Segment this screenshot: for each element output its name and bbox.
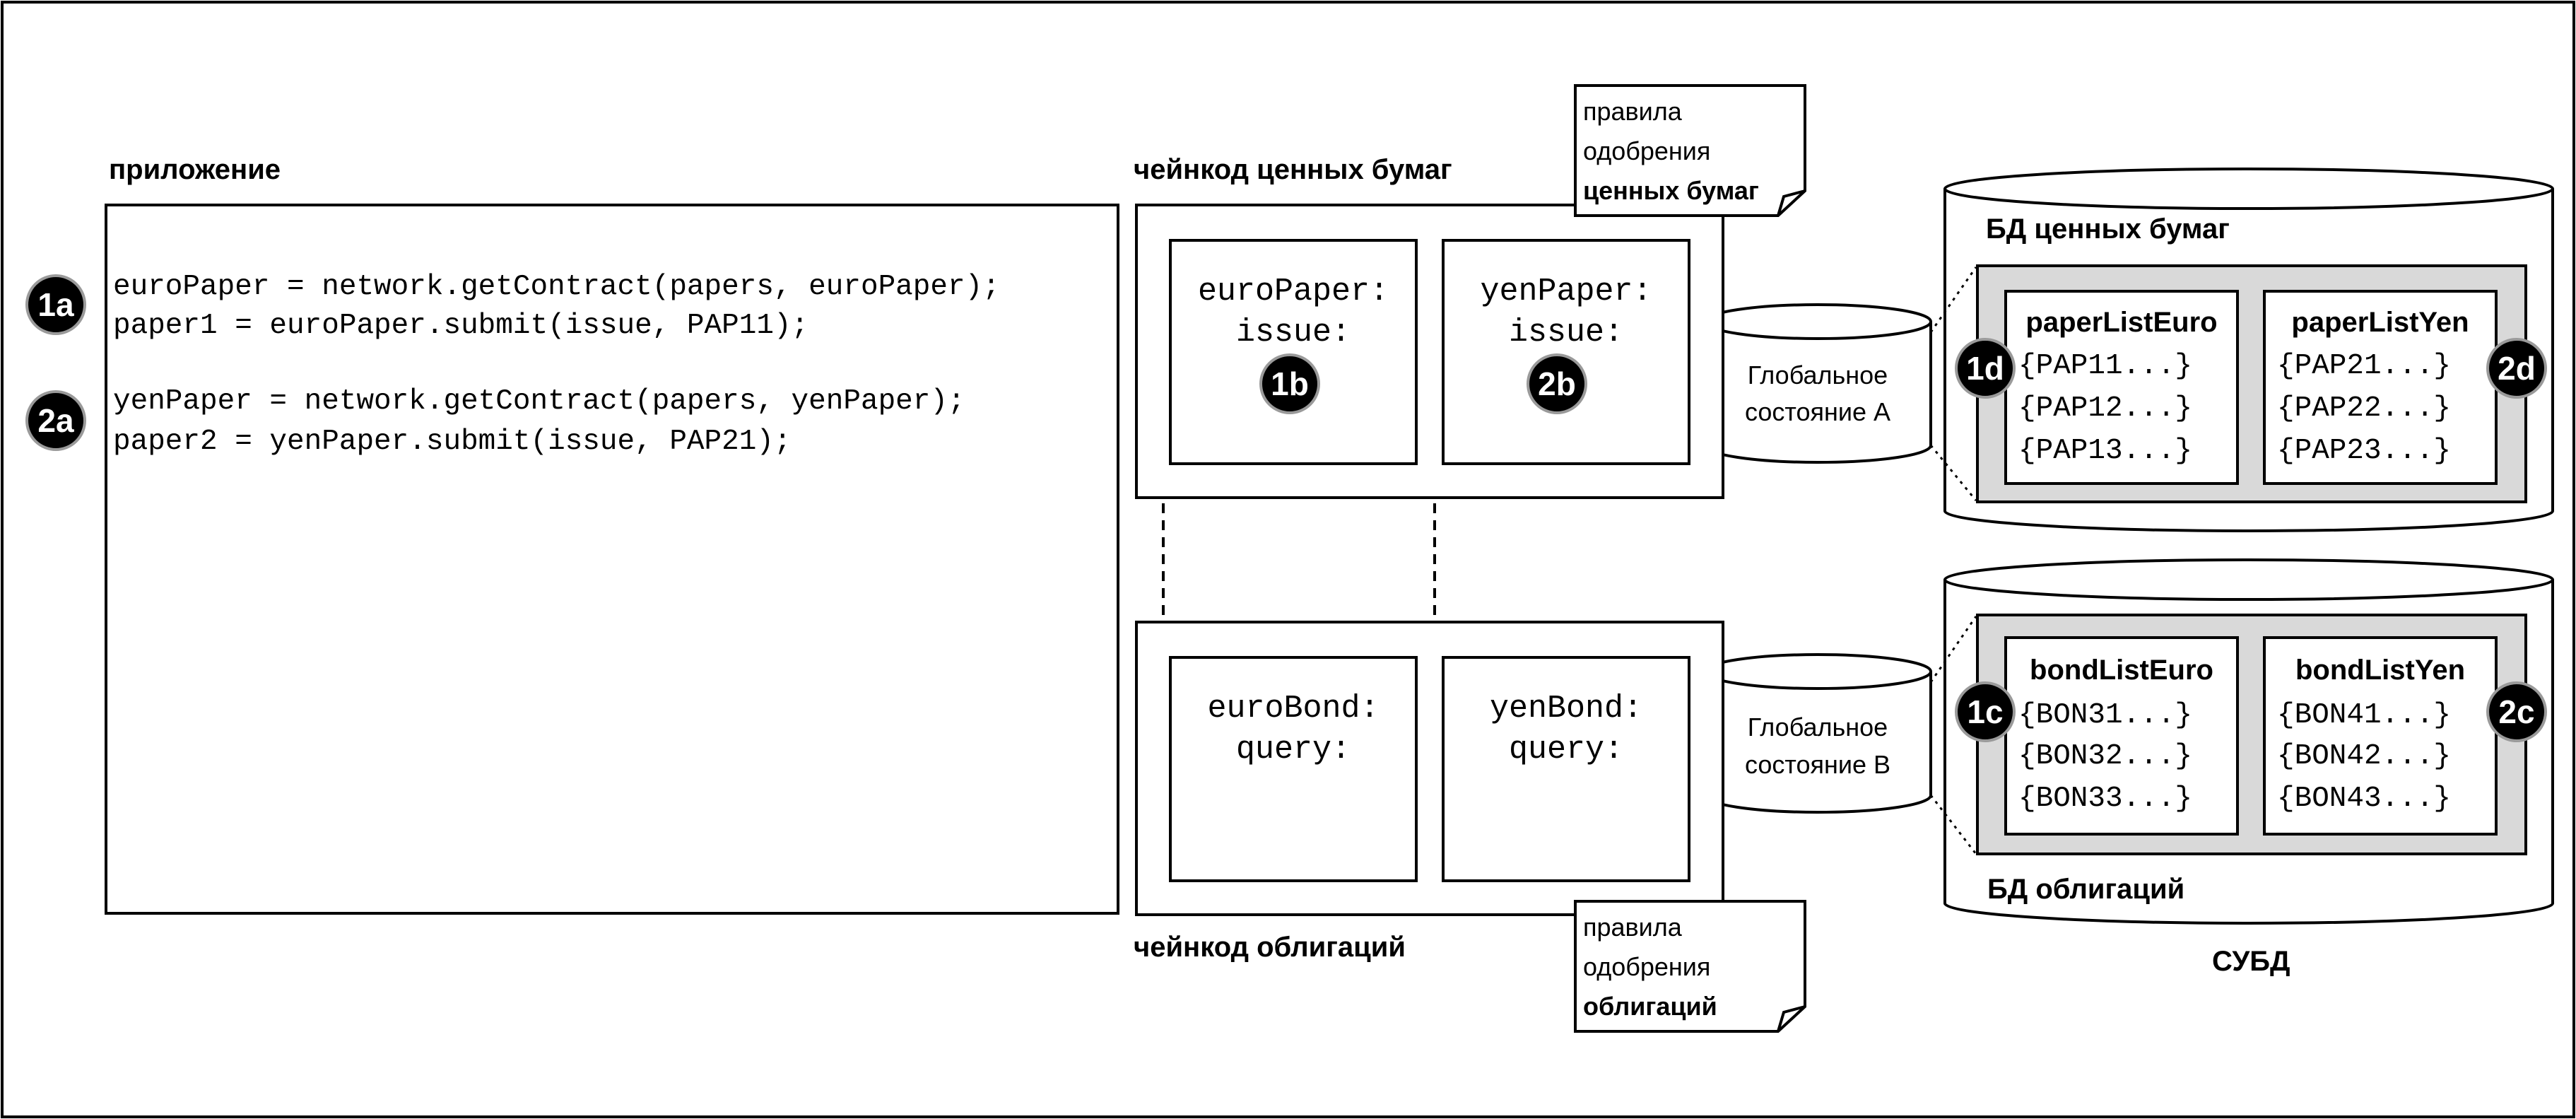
contract-method: issue:	[1508, 315, 1624, 351]
list-item: {PAP23...}	[2277, 435, 2452, 467]
world-state-a-line: Глобальное	[1747, 361, 1888, 389]
contract-yenpaper	[1442, 239, 1690, 465]
list-item: {PAP22...}	[2277, 392, 2452, 425]
step-marker-1a: 1a	[25, 274, 86, 335]
contract-name: euroPaper:	[1197, 274, 1389, 310]
world-state-b-line: состояние В	[1744, 750, 1891, 779]
step-marker-1b: 1b	[1259, 353, 1320, 414]
bond-list-yen	[2263, 636, 2498, 836]
contract-method: query:	[1508, 732, 1624, 768]
list-item: {BON41...}	[2277, 699, 2452, 732]
step-marker-1d: 1d	[1955, 338, 2016, 399]
list-item: {PAP12...}	[2018, 392, 2193, 425]
zoom-lines	[1929, 266, 1977, 855]
dbms-label: СУБД	[2212, 946, 2290, 977]
contract-eurobond	[1169, 656, 1418, 882]
list-item: {PAP11...}	[2018, 350, 2193, 382]
bonds-chaincode-label: чейнкод облигаций	[1134, 932, 1406, 963]
code-line: yenPaper = network.getContract(papers, y…	[113, 385, 965, 418]
bonds-note-line: облигаций	[1583, 992, 1717, 1021]
papers-note-line: ценных бумаг	[1583, 176, 1759, 205]
paper-list-euro	[2004, 290, 2239, 485]
bonds-note-line: одобрения	[1583, 952, 1711, 981]
papers-note-line: правила	[1583, 97, 1682, 126]
world-state-a-cylinder	[1703, 303, 1932, 464]
step-marker-2b: 2b	[1527, 353, 1587, 414]
contract-method: issue:	[1235, 315, 1351, 351]
list-item: {BON32...}	[2018, 740, 2193, 773]
papers-chaincode-label: чейнкод ценных бумаг	[1134, 154, 1452, 185]
list-title: paperListEuro	[2025, 307, 2218, 338]
bonds-note-shape	[1574, 900, 1806, 1033]
contract-name: yenBond:	[1489, 691, 1643, 727]
list-item: {PAP21...}	[2277, 350, 2452, 382]
code-line: paper2 = yenPaper.submit(issue, PAP21);	[113, 426, 792, 458]
code-line: euroPaper = network.getContract(papers, …	[113, 271, 1000, 303]
list-item: {BON31...}	[2018, 699, 2193, 732]
contract-name: euroBond:	[1207, 691, 1380, 727]
bonds-db-label: БД облигаций	[1987, 874, 2185, 905]
step-marker-2a: 2a	[25, 390, 86, 451]
contract-method: query:	[1235, 732, 1351, 768]
list-title: bondListEuro	[2030, 655, 2213, 686]
world-state-b-line: Глобальное	[1747, 713, 1888, 742]
code-line: paper1 = euroPaper.submit(issue, PAP11);	[113, 310, 809, 342]
papers-db-label: БД ценных бумаг	[1986, 213, 2230, 245]
list-item: {BON43...}	[2277, 783, 2452, 815]
list-item: {BON42...}	[2277, 740, 2452, 773]
papers-note-shape	[1574, 84, 1806, 217]
step-marker-2d: 2d	[2486, 338, 2547, 399]
app-box	[105, 204, 1119, 915]
step-marker-2c: 2c	[2486, 681, 2547, 742]
bond-list-euro	[2004, 636, 2239, 836]
list-item: {PAP13...}	[2018, 435, 2193, 467]
world-state-a-line: состояние А	[1744, 397, 1891, 426]
contract-yenbond	[1442, 656, 1690, 882]
contract-name: yenPaper:	[1480, 274, 1652, 310]
app-label: приложение	[109, 154, 281, 185]
list-title: paperListYen	[2291, 307, 2469, 338]
papers-note-line: одобрения	[1583, 136, 1711, 165]
step-marker-1c: 1c	[1955, 681, 2016, 742]
paper-list-yen	[2263, 290, 2498, 485]
contract-europaper	[1169, 239, 1418, 465]
list-title: bondListYen	[2295, 655, 2465, 686]
list-item: {BON33...}	[2018, 783, 2193, 815]
bonds-note-line: правила	[1583, 913, 1682, 942]
